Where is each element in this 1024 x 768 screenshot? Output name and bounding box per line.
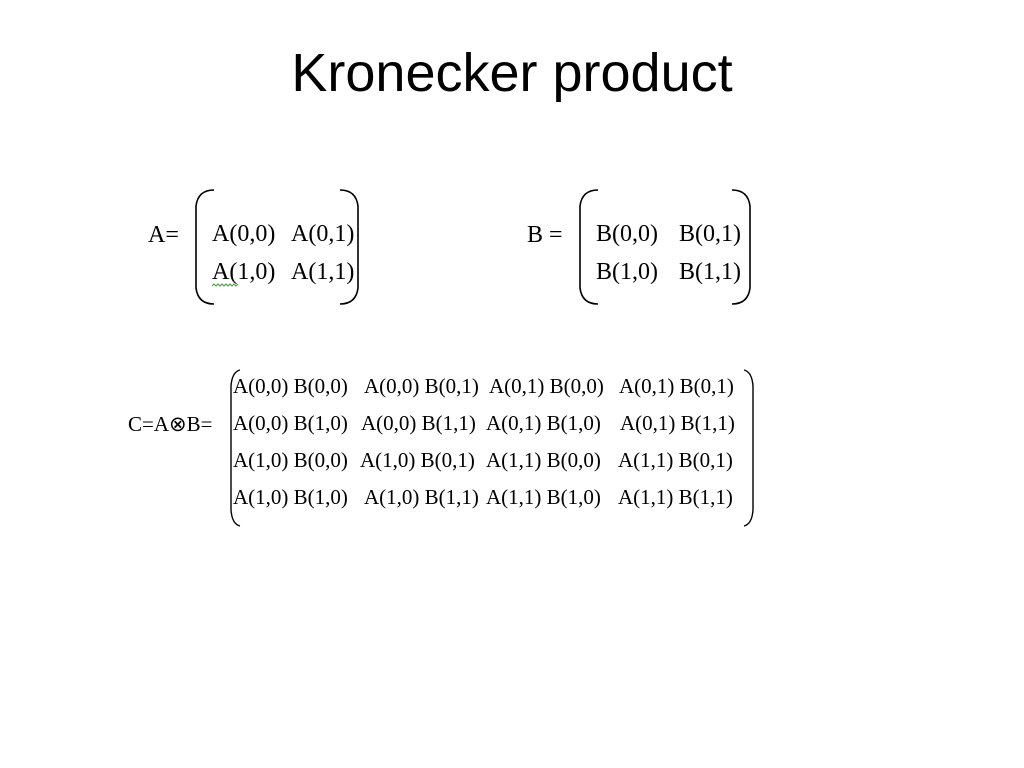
matrix-b-cell-0-0: B(0,0) bbox=[596, 221, 658, 247]
matrix-c-cell-3-1: A(1,0) B(1,1) bbox=[364, 485, 479, 509]
matrix-c-cell-3-2: A(1,1) B(1,0) bbox=[486, 485, 601, 509]
matrix-b-cell-0-1: B(0,1) bbox=[679, 221, 741, 247]
matrix-c-cell-1-1: A(0,0) B(1,1) bbox=[361, 411, 476, 435]
matrix-c-cell-1-2: A(0,1) B(1,0) bbox=[486, 411, 601, 435]
matrix-c-cell-2-3: A(1,1) B(0,1) bbox=[618, 448, 733, 472]
matrix-a-label: A= bbox=[148, 222, 179, 248]
matrix-c-cell-0-1: A(0,0) B(0,1) bbox=[364, 374, 479, 398]
matrix-a-brackets bbox=[195, 189, 359, 305]
slide-title: Kronecker product bbox=[291, 43, 733, 103]
matrix-c-cell-0-0: A(0,0) B(0,0) bbox=[233, 374, 348, 398]
matrix-c-label: C=A⊗B= bbox=[128, 412, 213, 436]
matrix-b: B(0,0) B(0,1) B(1,0) B(1,1) bbox=[576, 188, 754, 306]
matrix-c-cell-3-3: A(1,1) B(1,1) bbox=[618, 485, 733, 509]
matrix-b-label: B = bbox=[527, 222, 563, 248]
matrix-c-cell-0-3: A(0,1) B(0,1) bbox=[619, 374, 734, 398]
matrix-c-cell-2-2: A(1,1) B(0,0) bbox=[486, 448, 601, 472]
matrix-c-cell-0-2: A(0,1) B(0,0) bbox=[489, 374, 604, 398]
matrix-a-cell-1-0: A(1,0) bbox=[212, 259, 276, 285]
matrix-c-cell-1-0: A(0,0) B(1,0) bbox=[233, 411, 348, 435]
matrix-c: A(0,0) B(0,0) A(0,0) B(0,1) A(0,1) B(0,0… bbox=[228, 368, 756, 528]
spellcheck-squiggle bbox=[211, 283, 239, 287]
matrix-c-cell-3-0: A(1,0) B(1,0) bbox=[233, 485, 348, 509]
matrix-b-brackets bbox=[579, 189, 751, 305]
matrix-a-cell-1-1: A(1,1) bbox=[291, 259, 355, 285]
matrix-c-cell-1-3: A(0,1) B(1,1) bbox=[620, 411, 735, 435]
matrix-a-cell-0-1: A(0,1) bbox=[291, 221, 355, 247]
matrix-b-cell-1-1: B(1,1) bbox=[679, 259, 741, 285]
matrix-c-cell-2-0: A(1,0) B(0,0) bbox=[233, 448, 348, 472]
matrix-b-cell-1-0: B(1,0) bbox=[596, 259, 658, 285]
matrix-a: A(0,0) A(0,1) A(1,0) A(1,1) bbox=[192, 188, 362, 306]
matrix-c-brackets bbox=[230, 369, 754, 527]
matrix-a-cell-0-0: A(0,0) bbox=[212, 221, 276, 247]
matrix-c-cell-2-1: A(1,0) B(0,1) bbox=[360, 448, 475, 472]
